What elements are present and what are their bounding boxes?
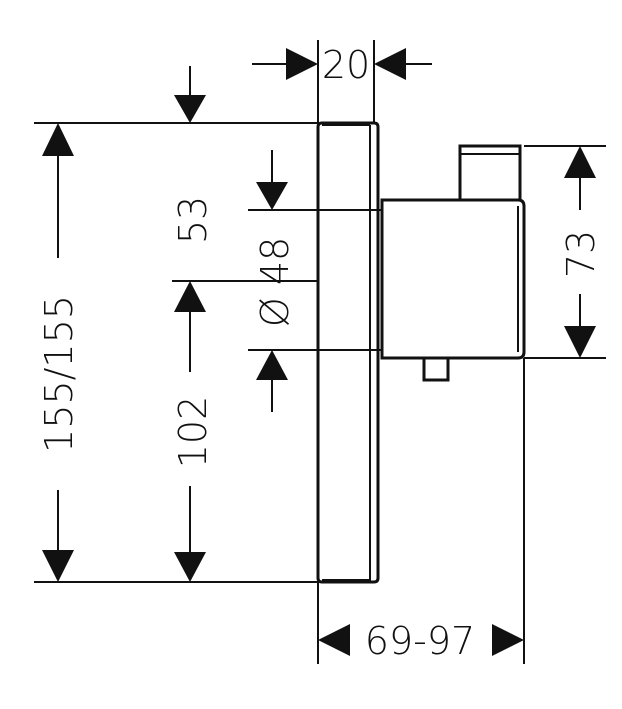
bottom-connector	[422, 356, 450, 382]
dim-label-body-height: 73	[559, 230, 603, 278]
dim-total-height: 155/155	[37, 123, 81, 582]
dim-label-upper-offset: 53	[171, 196, 215, 244]
dim-body-height: 73	[559, 146, 603, 358]
dim-label-total-height: 155/155	[37, 295, 81, 453]
dim-label-depth: 20	[322, 43, 370, 87]
dim-label-lower-offset: 102	[171, 396, 215, 469]
thermostat-body	[380, 198, 526, 360]
wall-plate	[316, 121, 380, 584]
dim-depth-plate: 20	[174, 43, 432, 123]
dim-diameter: Ø 48	[253, 237, 297, 412]
dim-label-diameter: Ø 48	[253, 237, 297, 327]
dim-upper-offset: 53	[171, 150, 288, 244]
extension-lines	[34, 40, 606, 664]
dim-lower-offset: 102	[171, 281, 215, 582]
dim-projection: 69-97	[318, 619, 524, 663]
control-handle	[458, 144, 522, 202]
dim-label-projection: 69-97	[365, 619, 475, 663]
